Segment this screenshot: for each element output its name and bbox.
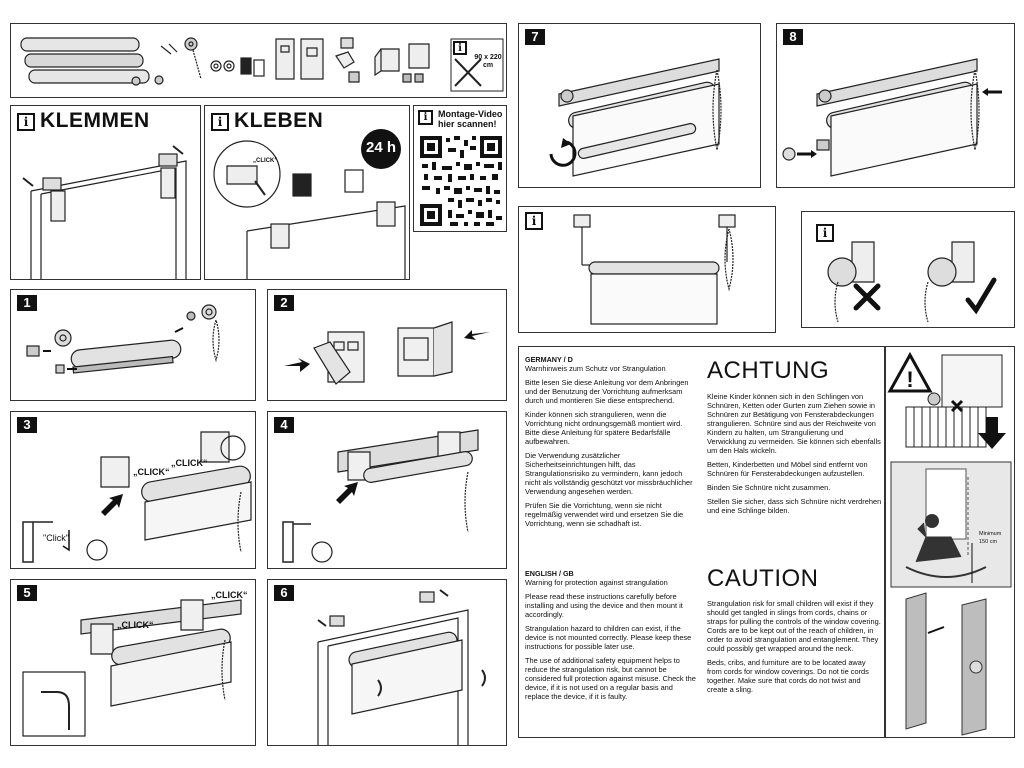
paragraph: Please read these instructions carefully… <box>525 592 683 619</box>
video-panel: i Montage-Video hier scannen! <box>413 105 507 232</box>
parts-illustration <box>20 37 504 92</box>
info-icon: i <box>17 113 35 131</box>
click-label: „CLICK“ <box>133 467 170 477</box>
click-label: „CLICK“ <box>211 590 248 600</box>
step-number: 7 <box>525 29 545 45</box>
step-1-panel: 1 <box>10 289 256 401</box>
step-1-illustration <box>26 304 220 374</box>
min-height-label: Minimum <box>979 531 1002 537</box>
step-number: 1 <box>17 295 37 311</box>
step-6-panel: 6 <box>267 579 507 746</box>
paragraph: Strangulation hazard to children can exi… <box>525 624 692 651</box>
step-number: 4 <box>274 417 294 433</box>
info-icon: i <box>453 41 467 55</box>
step-7-panel: 7 <box>518 23 761 188</box>
warnings-panel: GERMANY / D Warnhinweis zum Schutz vor S… <box>518 346 885 738</box>
heading-caution: CAUTION <box>707 565 819 592</box>
info-chain-panel: i <box>801 211 1015 328</box>
paragraph: Kleine Kinder können sich in den Schling… <box>707 392 881 455</box>
step-5-panel: 5 „CLICK“ „CLICK“ <box>10 579 256 746</box>
safety-illustration: ! <box>887 351 1012 737</box>
step-number: 6 <box>274 585 294 601</box>
paragraph: Beds, cribs, and furniture are to be loc… <box>707 658 869 694</box>
info-chain-illustration <box>827 241 997 323</box>
info-icon: i <box>418 110 433 125</box>
region-de: GERMANY / D <box>525 355 573 364</box>
min-height-value: 150 cm <box>979 539 998 545</box>
info-icon: i <box>816 224 834 242</box>
step-6-illustration <box>317 589 486 745</box>
step-number: 5 <box>17 585 37 601</box>
paragraph: Bitte lesen Sie diese Anleitung vor dem … <box>525 378 689 405</box>
paragraph: Stellen Sie sicher, dass sich Schnüre ni… <box>707 497 882 515</box>
kleben-panel: i KLEBEN „CLICK“ 24 h <box>204 105 410 280</box>
paragraph: Prüfen Sie die Vorrichtung, wenn sie nic… <box>525 501 684 528</box>
step-7-illustration <box>549 58 722 177</box>
click-label: „CLICK“ <box>117 620 154 630</box>
klemmen-illustration <box>22 145 187 279</box>
warning-en-right: Strangulation risk for small children wi… <box>707 599 882 699</box>
warning-de-left: GERMANY / D Warnhinweis zum Schutz vor S… <box>525 355 697 533</box>
warning-triangle-icon <box>887 351 933 393</box>
click-label: "Click" <box>43 533 69 543</box>
step-8-illustration <box>782 58 1002 177</box>
step-4-panel: 4 <box>267 411 507 569</box>
paragraph: Strangulation risk for small children wi… <box>707 599 881 653</box>
step-2-panel: 2 <box>267 289 507 401</box>
step-number: 2 <box>274 295 294 311</box>
step-3-illustration <box>22 431 252 563</box>
step-3-panel: 3 „CLICK“ „CLICK“ "Click" <box>10 411 256 569</box>
kleben-title: KLEBEN <box>234 109 324 132</box>
warning-de-right: Kleine Kinder können sich in den Schling… <box>707 392 882 520</box>
subtitle-de: Warnhinweis zum Schutz vor Strangulation <box>525 364 666 373</box>
click-label: „CLICK“ <box>171 458 208 468</box>
warning-en-left: ENGLISH / GB Warning for protection agai… <box>525 569 697 706</box>
safety-illustration-panel: ! Minimum 150 cm <box>885 346 1015 738</box>
paragraph: Binden Sie Schnüre nicht zusammen. <box>707 483 831 492</box>
klemmen-title: KLEMMEN <box>40 109 150 132</box>
paragraph: Die Verwendung zusätzlicher Sicherheitse… <box>525 451 693 496</box>
klemmen-panel: i KLEMMEN <box>10 105 201 280</box>
subtitle-en: Warning for protection against strangula… <box>525 578 668 587</box>
step-5-illustration <box>22 599 242 737</box>
info-icon: i <box>525 212 543 230</box>
paragraph: Kinder können sich strangulieren, wenn d… <box>525 410 683 446</box>
info-rod-illustration <box>573 214 736 325</box>
svg-text:!: ! <box>906 367 913 392</box>
step-2-illustration <box>284 321 490 385</box>
paragraph: Betten, Kinderbetten und Möbel sind entf… <box>707 460 868 478</box>
region-en: ENGLISH / GB <box>525 569 574 578</box>
paragraph: The use of additional safety equipment h… <box>525 656 696 701</box>
max-size-label: 90 x 220 cm <box>474 54 502 69</box>
parts-overview-panel: i 90 x 220 cm <box>10 23 507 98</box>
step-number: 3 <box>17 417 37 433</box>
click-label: „CLICK“ <box>253 158 278 164</box>
kleben-illustration <box>213 129 406 279</box>
video-label[interactable]: Montage-Video hier scannen! <box>438 109 503 129</box>
step-4-illustration <box>282 429 479 563</box>
qr-code[interactable] <box>414 106 507 232</box>
heading-achtung: ACHTUNG <box>707 357 830 384</box>
step-number: 8 <box>783 29 803 45</box>
info-rod-panel: i <box>518 206 776 333</box>
step-8-panel: 8 <box>776 23 1015 188</box>
info-icon: i <box>211 113 229 131</box>
24h-badge: 24 h <box>365 139 396 156</box>
